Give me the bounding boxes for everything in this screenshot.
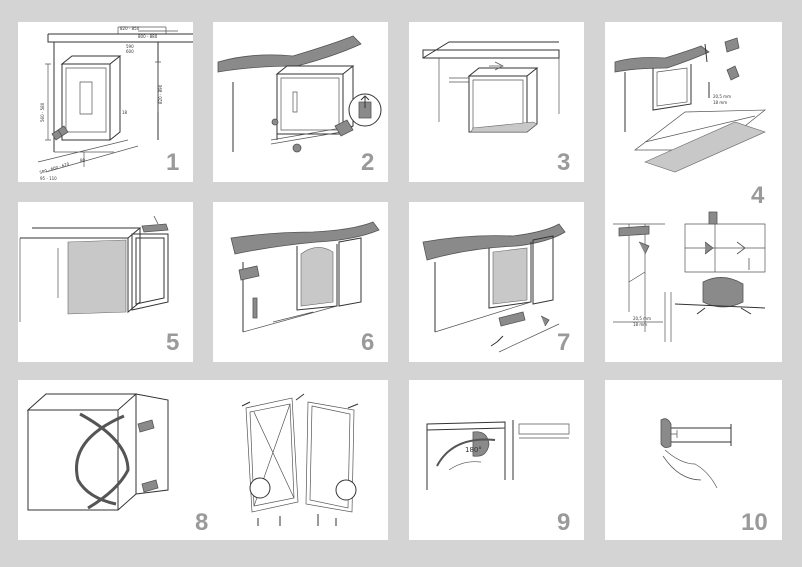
- screwdriver-icon: [252, 297, 258, 319]
- drill-icon: [238, 265, 260, 281]
- step-9-illustration: 180°: [426, 420, 570, 490]
- step-3-illustration: [422, 41, 560, 133]
- rotation-angle-label: 180°: [465, 446, 482, 454]
- castor-icon: [271, 118, 279, 126]
- step-number: 5: [166, 329, 180, 356]
- step-1-dimension: 820 - 890: [158, 84, 163, 104]
- step-number: 6: [361, 329, 375, 356]
- step-number: 7: [557, 329, 571, 356]
- step-number: 2: [361, 149, 375, 176]
- step-1-dimension: 820 - 850: [120, 26, 140, 31]
- step-number: 8: [195, 509, 209, 536]
- step-4-dimension: 18 mm: [633, 322, 647, 327]
- screwdriver-icon: [137, 419, 159, 493]
- hinge-detail-icon: [335, 479, 357, 501]
- step-10-illustration: [660, 418, 732, 489]
- bracket-icon: [726, 65, 740, 81]
- step-9-panel: 180° 9: [409, 380, 584, 540]
- step-1-panel: 800 - 880 820 - 850 820 - 890 560 - 580 …: [18, 22, 193, 182]
- step-1-illustration: 800 - 880 820 - 850 820 - 890 560 - 580 …: [37, 26, 193, 181]
- step-5-illustration: [19, 215, 169, 322]
- step-1-dimension: 80: [80, 158, 86, 163]
- hand-icon: [472, 431, 490, 457]
- step-1-dimension: 95 - 110: [40, 176, 57, 181]
- step-2-panel: 2: [213, 22, 388, 182]
- castor-icon: [292, 143, 302, 153]
- step-7-panel: 7: [409, 202, 584, 362]
- step-1-dimension: 600: [126, 49, 134, 54]
- step-8-illustration: [26, 393, 359, 526]
- step-number: 9: [557, 509, 571, 536]
- hinge-cover-icon: [702, 277, 744, 308]
- step-number: 10: [741, 509, 768, 536]
- step-1-dimension: 590: [126, 44, 134, 49]
- step-10-panel: 10: [605, 380, 782, 540]
- step-3-panel: 3: [409, 22, 584, 182]
- step-6-illustration: [230, 221, 380, 333]
- step-6-panel: 6: [213, 202, 388, 362]
- step-1-dimension: 580 - 600 - 670: [39, 161, 70, 175]
- drill-icon: [724, 37, 740, 53]
- step-2-illustration: [217, 35, 382, 153]
- step-4-dimension: 20,5 mm: [633, 316, 651, 321]
- step-8-panel: 8: [18, 380, 388, 540]
- step-number: 3: [557, 149, 571, 176]
- step-4-illustration: 20,5 mm 18 mm 20,5 mm 18 mm: [613, 37, 767, 342]
- step-4-panel: 20,5 mm 18 mm 20,5 mm 18 mm 4: [605, 22, 782, 362]
- step-number: 4: [751, 182, 765, 209]
- step-number: 1: [166, 149, 180, 176]
- step-7-illustration: [422, 223, 566, 353]
- hinge-detail-icon: [249, 477, 271, 499]
- step-1-dimension: 560 - 580: [40, 102, 45, 122]
- step-1-dimension: 18: [122, 110, 128, 115]
- step-5-panel: 5: [18, 202, 193, 362]
- step-4-dimension: 20,5 mm: [713, 94, 731, 99]
- step-4-dimension: 18 mm: [713, 100, 727, 105]
- step-1-dimension: 800 - 880: [138, 34, 158, 39]
